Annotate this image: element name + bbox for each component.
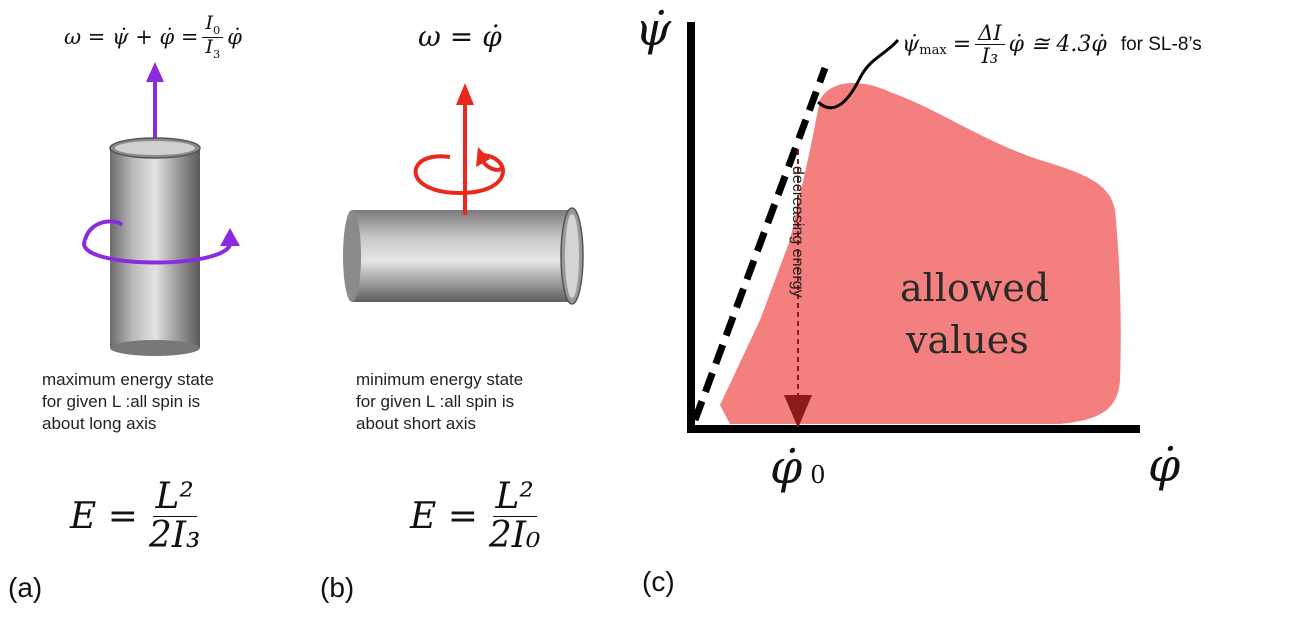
panel-b-axis-arrow bbox=[456, 83, 474, 215]
panel-a-cylinder bbox=[109, 137, 201, 356]
panel-a-caption-line-1: maximum energy state bbox=[42, 370, 214, 389]
panel-a-omega-equation: ω = ψ̇ + φ̇ = I0 I3 φ̇ bbox=[64, 13, 242, 61]
panel-a-cylinder-figure bbox=[82, 62, 240, 356]
panel-a-omega-lhs: ω = ψ̇ + φ̇ = bbox=[64, 25, 199, 50]
panel-a-rotation-arrow bbox=[82, 219, 240, 265]
panel-a-ratio-denominator: I3 bbox=[205, 35, 221, 61]
panel-c-x-marker: φ̇0 bbox=[770, 440, 826, 494]
panel-a-inertia-ratio: I0 I3 bbox=[202, 13, 224, 61]
panel-c-psi-max-denominator: I₃ bbox=[981, 44, 999, 69]
panel-c-psi-max-symbol: ψ̇ bbox=[902, 32, 920, 58]
panel-c-psi-max-note: for SL-8’s bbox=[1120, 33, 1202, 55]
panel-c-psi-max-numerator: ΔI bbox=[975, 22, 1005, 46]
panel-a-caption: maximum energy state for given L :all sp… bbox=[42, 369, 214, 435]
panel-c-psi-max-subscript: max bbox=[919, 43, 947, 59]
panel-b-label: (b) bbox=[320, 572, 355, 603]
panel-b-caption-line-1: minimum energy state bbox=[356, 370, 524, 389]
panel-b-caption-line-3: about short axis bbox=[356, 414, 477, 433]
panel-b-energy-denominator: 2I₀ bbox=[488, 514, 541, 556]
panel-c-decreasing-energy-arrow bbox=[784, 150, 812, 428]
panel-a-label: (a) bbox=[8, 572, 43, 603]
panel-c-region-label-line-2: values bbox=[906, 318, 1029, 362]
panel-a-caption-line-2: for given L :all spin is bbox=[42, 392, 201, 411]
panel-b-energy-fraction: L² 2I₀ bbox=[486, 478, 544, 555]
panel-b-energy-equation: E = L² 2I₀ bbox=[410, 478, 543, 555]
panel-a-energy-numerator: L² bbox=[152, 478, 197, 517]
panel-b-energy-numerator: L² bbox=[492, 478, 537, 517]
panel-c-region-label: allowed values bbox=[900, 262, 1049, 366]
panel-a-energy-denominator: 2I₃ bbox=[148, 514, 201, 556]
panel-a-axis-arrow bbox=[146, 62, 164, 150]
panel-c-allowed-region bbox=[720, 82, 1121, 425]
panel-c-psi-max-rhs: φ̇ ≅ 4.3φ̇ bbox=[1008, 32, 1107, 58]
panel-b-cylinder-figure bbox=[343, 83, 584, 305]
panel-a-ratio-numerator: I0 bbox=[202, 13, 224, 38]
panel-b-caption-line-2: for given L :all spin is bbox=[356, 392, 515, 411]
panel-c-psi-max-line bbox=[691, 66, 829, 422]
panel-b-cylinder bbox=[343, 207, 584, 305]
panel-a-energy-lhs: E = bbox=[70, 495, 138, 537]
panel-c-psi-max-fraction: ΔI I₃ bbox=[975, 22, 1005, 69]
panel-a-caption-line-3: about long axis bbox=[42, 414, 157, 433]
panel-b-rotation-arrow bbox=[413, 147, 505, 196]
panel-c-x-marker-subscript: 0 bbox=[810, 461, 826, 489]
panel-c-graph bbox=[687, 22, 1140, 433]
panel-c-psi-max-equation: ψ̇max = ΔI I₃ φ̇ ≅ 4.3φ̇ for SL-8’s bbox=[902, 21, 1202, 69]
panel-c-label-connector bbox=[816, 39, 900, 110]
panel-a-energy-fraction: L² 2I₃ bbox=[146, 478, 204, 555]
panel-c-x-axis-label: φ̇ bbox=[1148, 438, 1181, 492]
panel-c-x-marker-symbol: φ̇ bbox=[770, 440, 803, 494]
panel-a-energy-equation: E = L² 2I₃ bbox=[70, 478, 203, 555]
panel-c-region-label-line-1: allowed bbox=[900, 266, 1050, 310]
panel-b-omega-equation: ω = φ̇ bbox=[418, 20, 502, 53]
panel-a-omega-tail: φ̇ bbox=[227, 25, 242, 50]
panel-c-label: (c) bbox=[642, 566, 675, 597]
panel-c-y-axis-label: ψ̇ bbox=[635, 2, 672, 56]
panel-c-arrow-label: decreasing energy bbox=[789, 166, 806, 298]
panel-b-energy-lhs: E = bbox=[410, 495, 478, 537]
panel-b-caption: minimum energy state for given L :all sp… bbox=[356, 369, 523, 435]
